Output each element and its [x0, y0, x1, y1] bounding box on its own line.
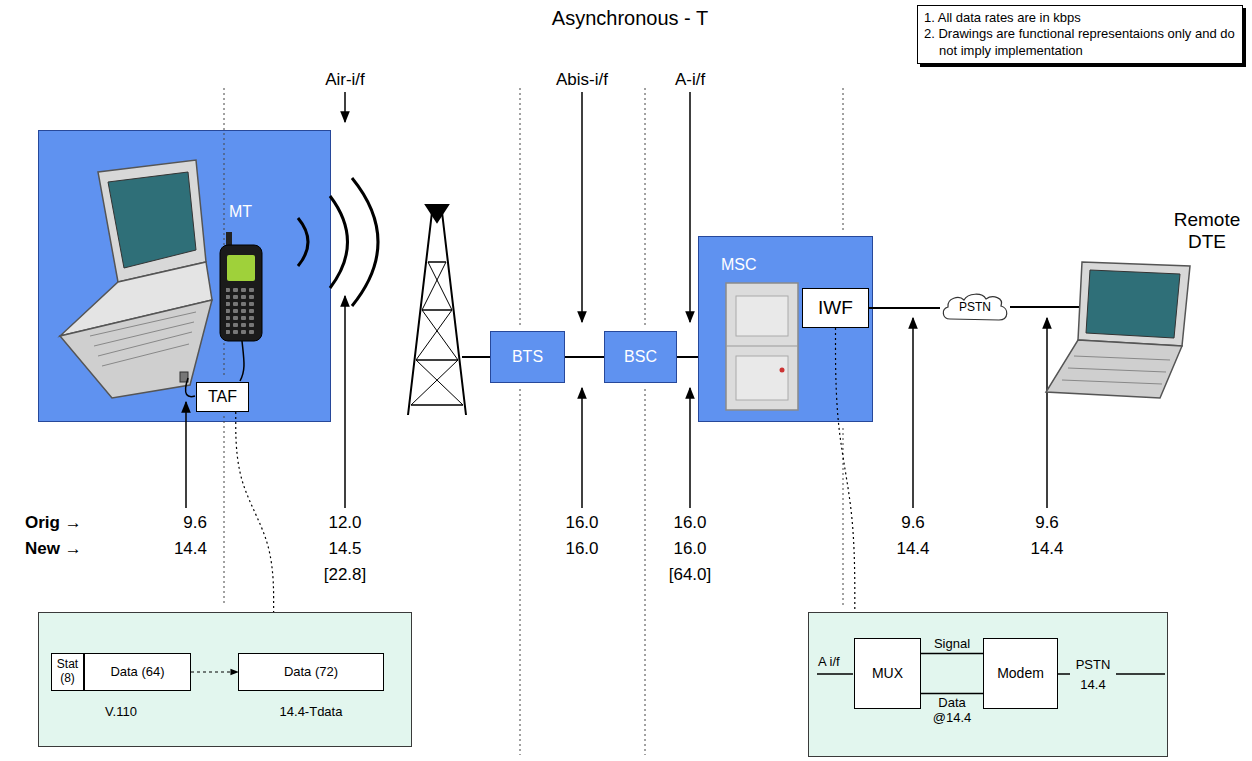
interface-arrow [186, 92, 1047, 508]
tower-feeder [462, 356, 490, 358]
function-box: MUX [854, 638, 921, 709]
terminal-label: Remote DTE [1167, 209, 1247, 253]
node-label: Data (64) [110, 665, 164, 680]
row-label: New → [25, 539, 82, 559]
rate-value: 14.5 [328, 539, 361, 559]
node-label: TAF [208, 388, 237, 406]
node-label: 14.4-Tdata [280, 705, 343, 720]
node-label: MUX [872, 665, 903, 681]
interface-label: A-i/f [675, 70, 705, 90]
edge-label: Signal [934, 637, 970, 652]
rate-value: 16.0 [565, 539, 598, 559]
interface-label: Abis-i/f [556, 70, 608, 90]
laptop-local [60, 160, 212, 398]
node-label: BTS [512, 348, 543, 366]
rate-value: 9.6 [1035, 513, 1059, 533]
laptop-remote [1046, 262, 1190, 398]
radio-waves [298, 178, 378, 306]
node-label: MSC [721, 256, 757, 274]
iwf-panel: MUX Modem A i/f PSTN 14.4 [808, 612, 1168, 757]
rate-value: 16.0 [565, 513, 598, 533]
leader-connector [836, 328, 855, 612]
node-label: IWF [818, 297, 853, 319]
node-label: Data (72) [284, 665, 338, 680]
rate-value: 14.4 [174, 539, 207, 559]
node-label: MT [229, 203, 252, 221]
link-line [565, 356, 604, 358]
antenna-tower [408, 205, 466, 415]
mobile-phone [220, 232, 262, 341]
node-label: BSC [624, 348, 657, 366]
leader-connector [191, 671, 238, 672]
frame-field: Data (64) [84, 653, 191, 691]
rate-value: 9.6 [183, 513, 207, 533]
phone-cable [186, 341, 244, 397]
leader-connector [236, 412, 274, 612]
interface-divider [224, 88, 843, 755]
panel-wire [817, 673, 1165, 675]
rate-value: 9.6 [901, 513, 925, 533]
link-line [869, 307, 940, 309]
edge-label: Data @14.4 [924, 696, 980, 726]
frame-panel: Stat (8) Data (64) Data (72) V.110 14.4-Tdat… [38, 612, 412, 747]
rate-value: [64.0] [669, 565, 712, 585]
node-label: A i/f [818, 655, 840, 670]
link-line [677, 356, 698, 358]
switch-cabinet [726, 283, 798, 410]
rate-value: 16.0 [673, 513, 706, 533]
note-text: 2. Drawings are functional representaion… [924, 26, 1236, 59]
process-box: BSC [604, 331, 677, 383]
frame-field: Data (72) [238, 653, 384, 691]
frame-field: Stat (8) [51, 653, 84, 691]
node-label: Stat (8) [52, 658, 83, 686]
link-line [921, 653, 983, 655]
rate-value: 16.0 [673, 539, 706, 559]
note-box: 1. All data rates are in kbps2. Drawings… [917, 5, 1243, 64]
process-box: BTS [490, 331, 565, 383]
note-text: 1. All data rates are in kbps [924, 10, 1236, 26]
adapter-box: TAF [196, 382, 249, 412]
link-line [921, 693, 983, 695]
pstn-line [1010, 306, 1080, 308]
node-label: PSTN [959, 301, 991, 315]
node-label: PSTN 14.4 [1070, 655, 1116, 695]
rate-value: [22.8] [324, 565, 367, 585]
diagram-title: Asynchronous - T [552, 7, 708, 30]
interworking-box: IWF [802, 288, 869, 328]
interface-label: Air-i/f [325, 70, 365, 90]
network-cloud: PSTN [940, 292, 1010, 323]
node-label: V.110 [105, 705, 137, 720]
rate-value: 12.0 [328, 513, 361, 533]
node-label: Modem [997, 665, 1044, 681]
row-label: Orig → [25, 513, 82, 533]
rate-value: 14.4 [1030, 539, 1063, 559]
function-box: Modem [983, 638, 1058, 709]
rate-value: 14.4 [896, 539, 929, 559]
